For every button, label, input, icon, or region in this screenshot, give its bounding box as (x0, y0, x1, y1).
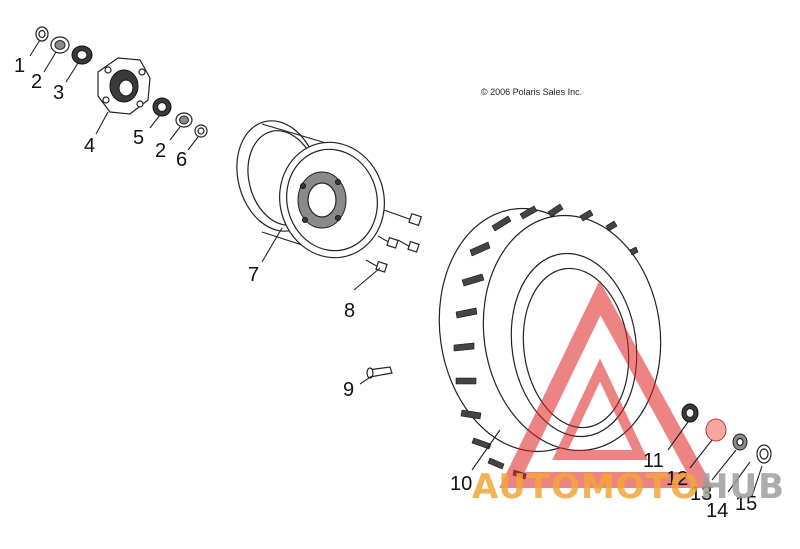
part-cap-11 (681, 403, 699, 423)
watermark-prefix: AUTOMOTO (472, 467, 700, 507)
callout-2b: 2 (155, 140, 166, 162)
part-bearing-3 (71, 45, 93, 65)
watermark-suffix: HUB (700, 467, 785, 507)
callout-14: 14 (706, 500, 728, 522)
callout-2a: 2 (31, 71, 42, 93)
leader-lines (29, 39, 763, 497)
callout-15: 15 (735, 493, 757, 515)
part-wheel-stud-8 (365, 209, 423, 273)
part-wheel-rim-7 (236, 120, 385, 259)
part-tire-10 (438, 203, 662, 480)
part-seal-2a (50, 36, 70, 54)
part-nut-13 (732, 433, 748, 451)
callout-5: 5 (133, 127, 144, 149)
callout-3: 3 (53, 82, 64, 104)
watermark-logo (499, 280, 714, 488)
part-washer-6 (194, 124, 208, 138)
callout-10: 10 (450, 473, 472, 495)
part-valve-stem-9 (366, 366, 393, 379)
part-bearing-5 (152, 97, 172, 117)
copyright-text: © 2006 Polaris Sales Inc. (481, 87, 582, 97)
part-washer-1 (35, 26, 49, 42)
callout-8: 8 (344, 300, 355, 322)
callout-labels: 1 2 3 4 5 2 6 7 8 9 10 11 12 13 14 15 (14, 55, 757, 522)
part-hub-4 (97, 57, 151, 115)
callout-4: 4 (84, 135, 95, 157)
callout-7: 7 (248, 264, 259, 286)
callout-11: 11 (643, 450, 664, 472)
part-seal-2b (175, 112, 193, 128)
watermark-text: AUTOMOTO HUB (472, 467, 785, 507)
callout-12: 12 (666, 468, 688, 490)
callout-13: 13 (690, 483, 712, 505)
callout-1: 1 (14, 55, 25, 77)
callout-9: 9 (343, 379, 354, 401)
callout-6: 6 (176, 149, 187, 171)
part-cap-15 (756, 444, 772, 464)
part-washer-12 (705, 418, 727, 442)
